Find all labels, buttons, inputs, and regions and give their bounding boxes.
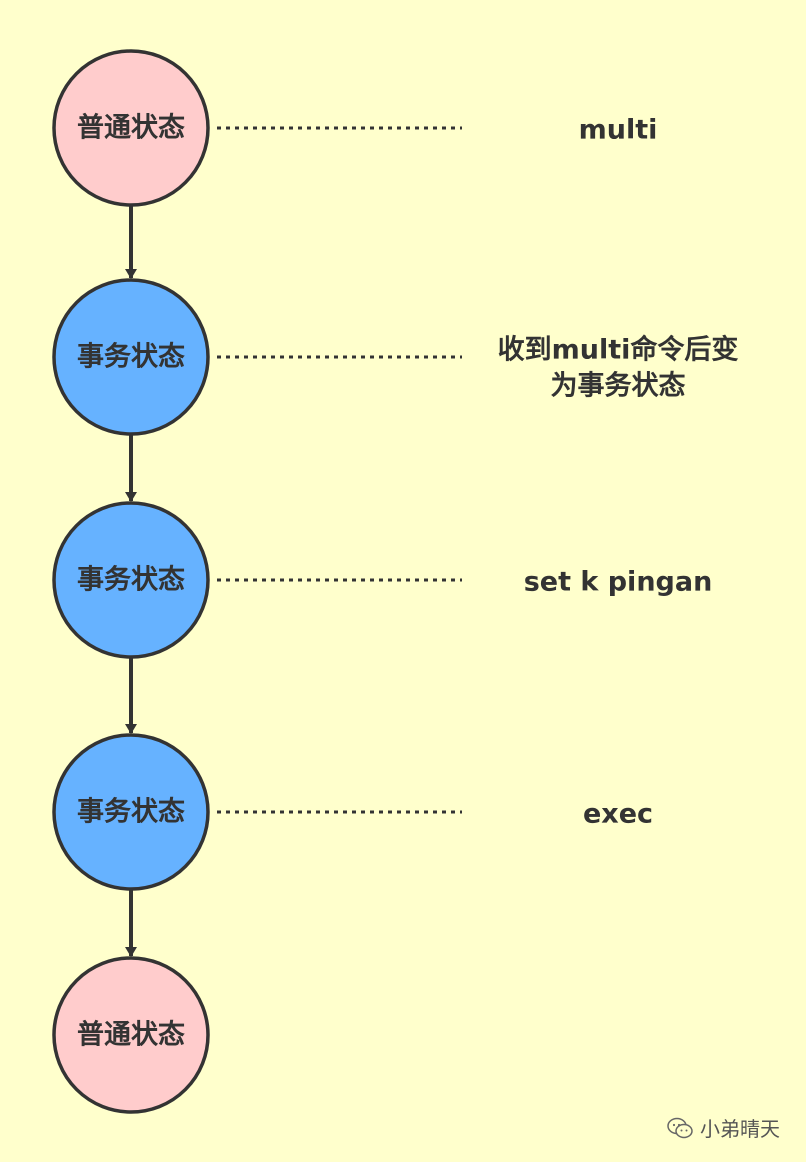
state-label: 事务状态 — [77, 342, 185, 373]
transaction-state-node: 事务状态 — [52, 501, 210, 659]
watermark: 小弟晴天 — [666, 1113, 780, 1142]
transaction-state-node: 事务状态 — [52, 733, 210, 891]
state-circle — [52, 956, 210, 1114]
watermark-text: 小弟晴天 — [700, 1117, 780, 1141]
state-label: 普通状态 — [77, 1019, 185, 1051]
state-circle — [52, 278, 210, 436]
annotation-text: multi — [579, 115, 658, 146]
state-label: 事务状态 — [77, 565, 185, 596]
annotation-text: set k pingan — [524, 567, 713, 598]
state-circle — [52, 501, 210, 659]
state-label: 事务状态 — [77, 797, 185, 828]
annotation-text: 收到multi命令后变为事务状态 — [498, 334, 739, 402]
state-label: 普通状态 — [77, 112, 185, 144]
normal-state-node: 普通状态 — [52, 49, 210, 207]
annotation-text: exec — [583, 799, 653, 830]
transaction-state-node: 事务状态 — [52, 278, 210, 436]
state-circle — [52, 733, 210, 891]
wechat-icon — [666, 1116, 694, 1140]
state-circle — [52, 49, 210, 207]
normal-state-node: 普通状态 — [52, 956, 210, 1114]
